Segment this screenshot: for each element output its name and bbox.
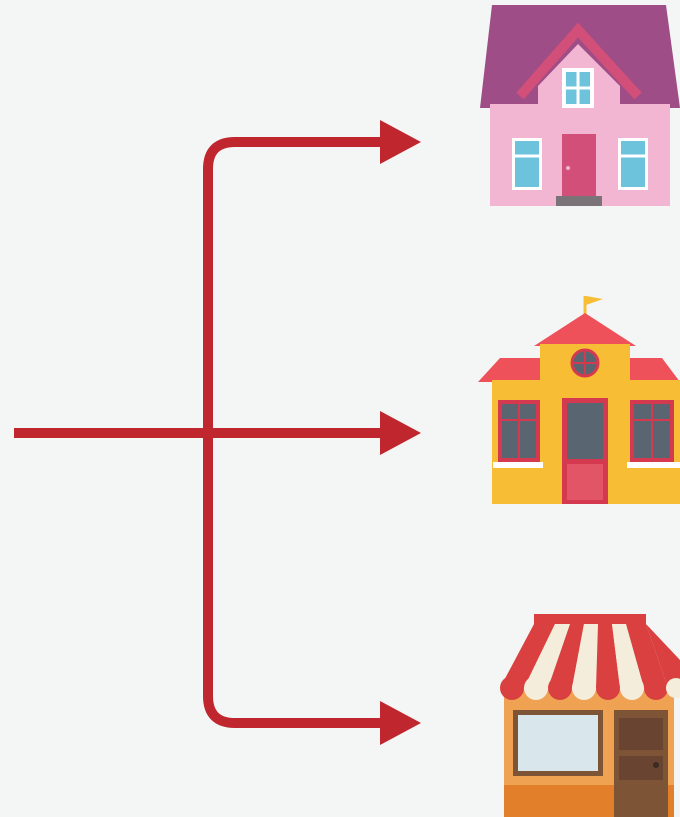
arrowhead-bottom	[380, 701, 421, 745]
house-icon	[480, 5, 680, 206]
arrowhead-top	[380, 120, 421, 164]
arrowhead-middle	[380, 411, 421, 455]
arrow-connectors	[14, 120, 421, 745]
shop-icon	[500, 614, 680, 817]
school-icon	[478, 296, 680, 504]
branch-connector-line	[203, 137, 386, 728]
